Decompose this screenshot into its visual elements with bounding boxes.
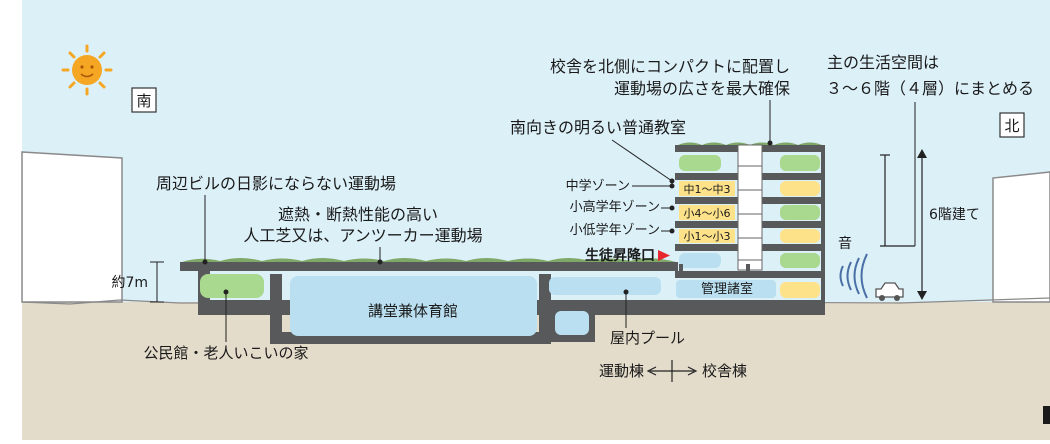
axis-label-left: 運動棟 — [599, 362, 644, 380]
admin-room — [676, 280, 776, 298]
neighbor-building-right — [992, 171, 1050, 303]
zone-room-upper — [679, 205, 735, 220]
shade-dot — [202, 259, 208, 265]
zone-range-upper: 小4～小6 — [684, 207, 731, 220]
zone-room-lower — [679, 229, 735, 243]
hall-label: 講堂兼体育館 — [368, 302, 458, 320]
pilotis-1 — [679, 264, 683, 272]
stair-core — [737, 144, 763, 271]
zone-label-upper: 小高学年ゾーン — [570, 199, 660, 215]
zone-pointer-dot-jh — [669, 183, 675, 189]
axis-arrow-right-icon — [687, 366, 698, 376]
room-2f-north — [780, 253, 820, 268]
turf-dot — [377, 259, 383, 265]
zone-room-jh — [679, 181, 735, 196]
south-box — [131, 87, 157, 113]
neighbor-building-left — [21, 151, 123, 303]
classroom-note: 南向きの明るい普通教室 — [510, 118, 686, 137]
layout-note-dot — [767, 140, 773, 146]
pool-water — [555, 311, 589, 335]
classroom-pointer — [611, 139, 673, 182]
space-note-line2: ３～６階（４層）にまとめる — [826, 79, 1034, 98]
pilotis-2 — [746, 264, 750, 272]
north-label: 北 — [1004, 117, 1019, 135]
south-label: 南 — [136, 92, 151, 110]
roof-turf — [182, 258, 676, 262]
entrance-label: 生徒昇降口 — [585, 247, 655, 264]
zone-pointer-dot-upper — [669, 205, 675, 211]
sound-waves-icon — [839, 253, 868, 299]
zone-label-lower: 小低学年ゾーン — [570, 222, 660, 238]
pool-area — [549, 277, 661, 295]
school-roof-garden — [678, 142, 822, 145]
room-6f-south — [679, 155, 721, 171]
room-4f-north — [780, 205, 820, 220]
gym-hall — [290, 276, 537, 336]
room-3f-north — [780, 229, 820, 243]
roof-field-slab — [180, 262, 678, 271]
stair-lines — [738, 165, 762, 261]
sun-icon — [61, 44, 113, 96]
sound-label: 音 — [838, 235, 852, 252]
admin-label: 管理諸室 — [701, 281, 753, 297]
clipped-edge-glyph — [1043, 406, 1050, 424]
floors-arrow-bottom-icon — [917, 291, 927, 300]
layout-note-line1: 校舎を北側にコンパクトに配置し — [550, 57, 790, 76]
car-icon — [875, 282, 904, 301]
zone-label-jh: 中学ゾーン — [566, 178, 630, 194]
sky — [22, 0, 1050, 302]
gym-walls — [270, 274, 551, 344]
ground-line — [21, 297, 1050, 305]
turf-note-line2: 人工芝又は、アンツーカー運動場 — [243, 226, 482, 245]
pool-label: 屋内プール — [610, 329, 685, 347]
room-6f-north — [780, 155, 820, 171]
space-note-line1: 主の生活空間は — [827, 53, 939, 72]
floors-label: 6階建て — [929, 207, 980, 223]
zone-range-lower: 小1～小3 — [684, 230, 731, 243]
community-label: 公民館・老人いこいの家 — [143, 344, 308, 362]
community-room — [200, 274, 264, 298]
classroom-dot — [669, 178, 675, 184]
north-box — [999, 112, 1025, 138]
entrance-marker-icon — [658, 250, 670, 261]
layout-note-line2: 運動場の広さを最大確保 — [614, 79, 790, 98]
zone-range-jh: 中1～中3 — [684, 183, 731, 196]
shade-note: 周辺ビルの日影にならない運動場 — [156, 174, 396, 193]
room-5f-north — [780, 181, 820, 196]
entrance-hall — [679, 253, 721, 268]
turf-note-line1: 遮熱・断熱性能の高い — [278, 205, 438, 224]
school-north-wall — [821, 145, 825, 315]
admin-room-north — [780, 282, 820, 298]
axis-label-right: 校舎棟 — [702, 362, 747, 380]
zone-pointer-dot-lower — [669, 228, 675, 234]
height-label: 約7m — [111, 275, 148, 291]
floors-arrow-top-icon — [917, 149, 927, 158]
axis-arrow-left-icon — [646, 366, 657, 376]
floor-slab-2 — [675, 271, 825, 278]
